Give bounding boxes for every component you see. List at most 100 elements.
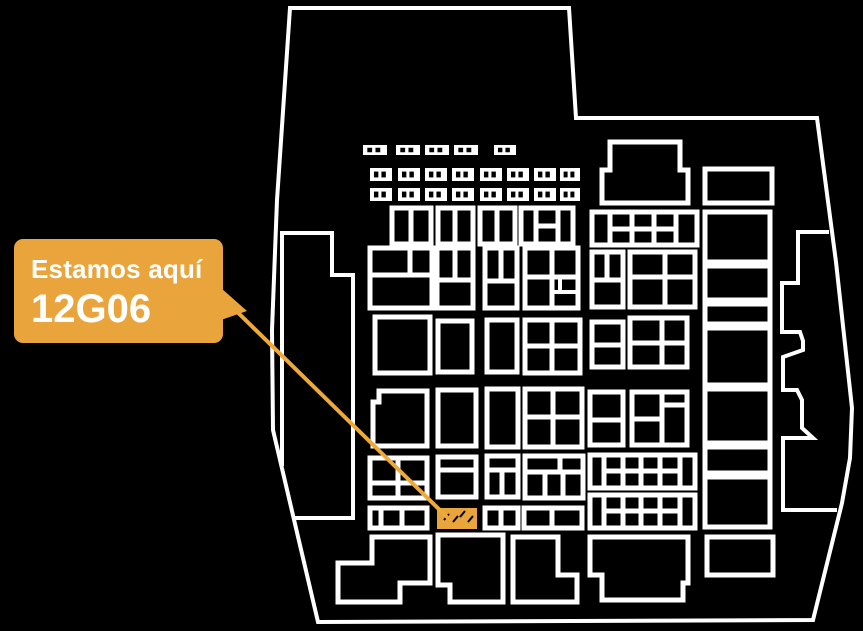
booth [702, 209, 773, 265]
kiosk [480, 168, 502, 181]
kiosk [363, 145, 387, 155]
badge-tail [221, 288, 247, 320]
booth [702, 263, 773, 303]
booth [702, 474, 773, 530]
kiosk-dot [510, 191, 516, 198]
kiosk [398, 188, 420, 201]
booth [434, 245, 476, 311]
kiosk-dot [401, 171, 407, 178]
kiosk [560, 168, 580, 181]
kiosk-dot [570, 171, 575, 178]
booth [702, 325, 773, 388]
bottom-hall [587, 534, 691, 603]
bottom-hall [510, 534, 580, 605]
kiosk [452, 168, 474, 181]
kiosk [370, 168, 392, 181]
kiosk [534, 168, 556, 181]
kiosk-dot [458, 147, 464, 153]
kiosk-dot [497, 147, 503, 153]
booth [435, 387, 479, 449]
booth [522, 317, 583, 376]
kiosk [507, 188, 529, 201]
booth [435, 318, 475, 375]
booth [702, 444, 773, 476]
kiosk [425, 168, 447, 181]
booth [702, 301, 773, 327]
hatch-mark [467, 515, 474, 523]
kiosk-dot [437, 147, 443, 153]
kiosk-dot [518, 171, 523, 178]
badge-booth-code: 12G06 [31, 286, 152, 331]
booth [587, 389, 626, 448]
booth [477, 205, 518, 247]
kiosk [494, 145, 516, 155]
kiosk-dot [455, 191, 461, 198]
kiosk-dot [436, 191, 441, 198]
kiosk-dot [409, 191, 414, 198]
kiosk-dot [455, 171, 461, 178]
kiosk [425, 145, 449, 155]
booth [367, 455, 430, 501]
kiosk [534, 188, 556, 201]
kiosk-dot [373, 191, 379, 198]
kiosk-dot [367, 147, 373, 153]
booth [702, 386, 773, 446]
right-stepped-wall [780, 230, 837, 512]
kiosk-dot [491, 171, 496, 178]
kiosk-dot [570, 191, 575, 198]
booth [589, 249, 626, 310]
booth [629, 389, 690, 448]
booth [702, 166, 775, 206]
kiosk-dot [563, 191, 568, 198]
kiosk-dot [545, 171, 550, 178]
booth [482, 245, 520, 311]
booth [589, 319, 626, 370]
left-hall-wall [280, 231, 355, 520]
kiosk-dot [381, 191, 386, 198]
booth [484, 386, 521, 450]
booth-block [587, 452, 698, 491]
booth [522, 453, 586, 501]
kiosk-dot [537, 191, 543, 198]
booth [435, 205, 476, 247]
hatch-mark [459, 510, 466, 518]
booth [367, 505, 430, 531]
kiosk [507, 168, 529, 181]
kiosk-dot [466, 147, 472, 153]
kiosk-dot [381, 171, 386, 178]
hatch-mark [452, 515, 459, 523]
booth-block [589, 209, 700, 248]
kiosk-dot [428, 191, 434, 198]
kiosk [370, 188, 392, 201]
badge-label: Estamos aquí [31, 254, 203, 284]
kiosk-dot [545, 191, 550, 198]
booth [482, 505, 521, 531]
location-badge: Estamos aquí 12G06 [14, 239, 223, 343]
booth [627, 249, 698, 310]
kiosk [480, 188, 502, 201]
kiosk-dot [463, 171, 468, 178]
kiosk-dot [563, 171, 568, 178]
booth [522, 245, 581, 311]
kiosk-dot [510, 171, 516, 178]
kiosk-dot [428, 171, 434, 178]
bottom-hall [335, 534, 433, 605]
kiosk-dot [408, 147, 414, 153]
kiosk-dot [400, 147, 406, 153]
booth [367, 245, 435, 311]
booth [484, 317, 520, 375]
kiosk-dot [483, 191, 489, 198]
kiosk-dot [373, 171, 379, 178]
booth [484, 453, 521, 500]
kiosk [425, 188, 447, 201]
bottom-hall [704, 534, 776, 578]
booth [370, 388, 430, 449]
kiosk-dot [429, 147, 435, 153]
booth [389, 205, 434, 247]
kiosk-dot [463, 191, 468, 198]
kiosk-dot [401, 191, 407, 198]
kiosk-dot [375, 147, 381, 153]
kiosk-dot [491, 191, 496, 198]
booth [521, 505, 585, 531]
